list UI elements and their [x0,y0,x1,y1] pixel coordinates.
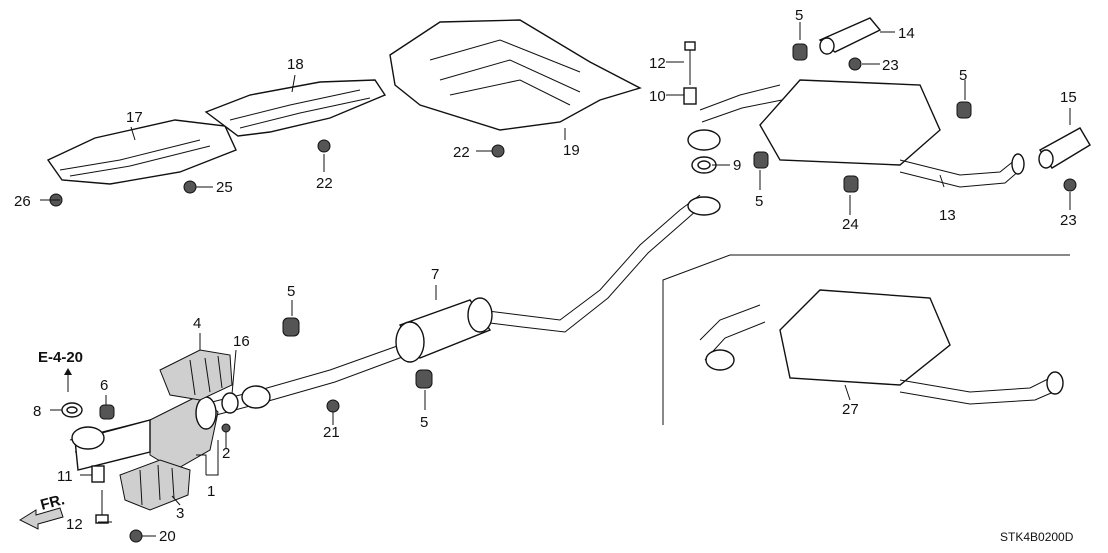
callout-5d: 5 [959,67,967,84]
callout-17: 17 [126,109,143,126]
mount-6 [99,404,115,420]
callout-13: 13 [939,207,956,224]
muffler-7 [395,297,493,363]
callout-5b: 5 [420,414,428,431]
callout-4: 4 [193,315,201,332]
callout-18: 18 [287,56,304,73]
reference-arrow-icon [64,368,72,375]
callout-9: 9 [733,157,741,174]
callout-22a: 22 [316,175,333,192]
callout-25: 25 [216,179,233,196]
gasket-9 [691,156,717,174]
callout-11: 11 [57,468,73,485]
callout-12a: 12 [649,55,666,72]
callout-14: 14 [898,25,915,42]
heat-shield-19 [389,19,642,131]
spring-10 [683,87,697,105]
bolt-12-lower [95,490,109,524]
callout-2: 2 [222,445,230,462]
muffler-13 [699,79,1025,188]
spring-11 [91,465,105,483]
nuts-and-bolts [49,57,1077,543]
bolt-12-upper [684,41,696,85]
callout-8: 8 [33,403,41,420]
heat-cover-3 [119,459,191,511]
exhaust-tip-14 [818,17,882,55]
diagram-code: STK4B0200D [1000,530,1074,544]
callout-21: 21 [323,424,340,441]
callout-26: 26 [14,193,31,210]
front-arrow-icon [18,507,64,530]
rubber-mounts-5 [282,43,972,389]
flange-upper [687,129,721,216]
callout-6: 6 [100,377,108,394]
exhaust-tip-15 [1038,127,1091,169]
callout-27: 27 [842,401,859,418]
catalytic-converter-1 [74,394,219,471]
heat-cover-4 [159,349,233,401]
heat-shield-18 [204,79,387,137]
gasket-8 [61,402,83,418]
callout-3: 3 [176,505,184,522]
callout-12b: 12 [66,516,83,533]
flange-lower [71,385,271,450]
callout-22b: 22 [453,144,470,161]
callout-5a: 5 [287,283,295,300]
gasket-16 [221,392,239,414]
callout-20: 20 [159,528,176,545]
callout-19: 19 [563,142,580,159]
inset-muffler-27 [662,254,1070,425]
leader-lines [40,22,1071,537]
callout-23b: 23 [1060,212,1077,229]
callout-23a: 23 [882,57,899,74]
mount-24 [843,175,859,193]
callout-7: 7 [431,266,439,283]
callout-15: 15 [1060,89,1077,106]
front-label: FR. [39,491,67,514]
callout-5e: 5 [755,193,763,210]
reference-label[interactable]: E-4-20 [38,349,83,366]
callout-24: 24 [842,216,859,233]
callout-10: 10 [649,88,666,105]
callout-1: 1 [207,483,215,500]
heat-shield-17 [46,119,237,185]
callout-16: 16 [233,333,250,350]
callout-5c: 5 [795,7,803,24]
